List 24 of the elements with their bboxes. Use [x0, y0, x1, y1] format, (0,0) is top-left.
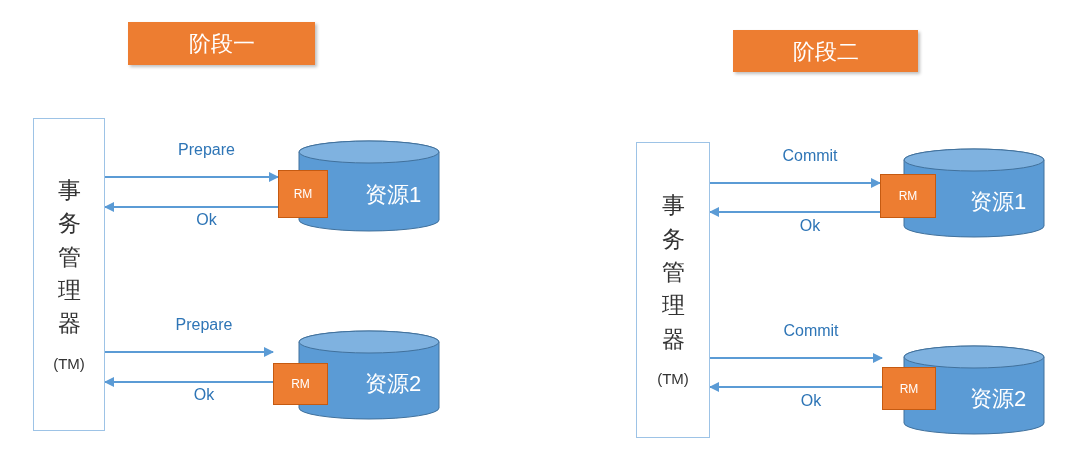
resource-manager-box: RM — [278, 170, 328, 218]
resource-label: 资源1 — [969, 187, 1027, 216]
arrow — [104, 172, 279, 182]
resource-manager-box: RM — [273, 363, 328, 405]
manager-box — [33, 118, 105, 431]
resource-manager-box: RM — [880, 174, 936, 218]
manager-label: 事务管理器 — [57, 175, 81, 339]
manager-abbreviation: (TM) — [657, 369, 689, 390]
phase-banner: 阶段二 — [733, 30, 918, 72]
manager-abbreviation: (TM) — [53, 353, 85, 374]
manager-box — [636, 142, 710, 438]
arrow — [104, 377, 274, 387]
arrow — [104, 347, 274, 357]
arrow — [709, 178, 881, 188]
resource-label: 资源1 — [364, 180, 422, 209]
resource-manager-box: RM — [882, 367, 936, 410]
phase-banner: 阶段一 — [128, 22, 315, 65]
arrow — [709, 207, 881, 217]
resource-label: 资源2 — [364, 369, 422, 398]
arrow — [709, 353, 883, 363]
arrow — [709, 382, 883, 392]
manager-label: 事务管理器 — [661, 191, 685, 354]
arrow — [104, 202, 279, 212]
resource-label: 资源2 — [969, 384, 1027, 413]
